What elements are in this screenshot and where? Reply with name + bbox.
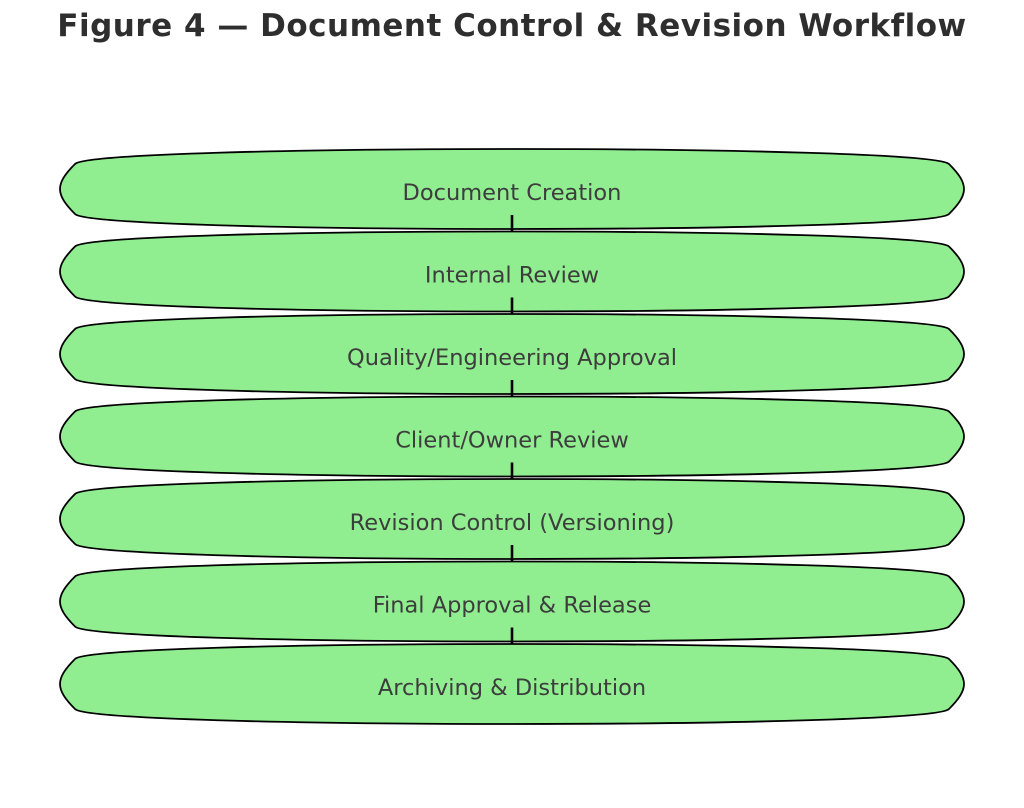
workflow-step-2: Internal Review	[59, 230, 965, 313]
step-box	[59, 643, 965, 725]
step-box	[59, 395, 965, 478]
workflow-step-1: Document Creation	[59, 148, 965, 230]
step-box	[59, 313, 965, 395]
step-box	[59, 478, 965, 560]
step-box	[59, 230, 965, 313]
workflow-step-7: Archiving & Distribution	[59, 643, 965, 725]
figure-title: Figure 4 — Document Control & Revision W…	[57, 8, 967, 44]
workflow-step-5: Revision Control (Versioning)	[59, 478, 965, 560]
step-label: Archiving & Distribution	[378, 675, 646, 701]
workflow-step-3: Quality/Engineering Approval	[59, 313, 965, 395]
step-box	[59, 148, 965, 230]
step-label: Internal Review	[425, 263, 599, 289]
step-label: Client/Owner Review	[395, 428, 629, 454]
workflow-step-6: Final Approval & Release	[59, 560, 965, 643]
step-label: Quality/Engineering Approval	[347, 345, 677, 371]
workflow-step-4: Client/Owner Review	[59, 395, 965, 478]
step-label: Final Approval & Release	[373, 593, 652, 619]
step-label: Revision Control (Versioning)	[350, 510, 675, 536]
step-box	[59, 560, 965, 643]
step-label: Document Creation	[403, 180, 622, 206]
